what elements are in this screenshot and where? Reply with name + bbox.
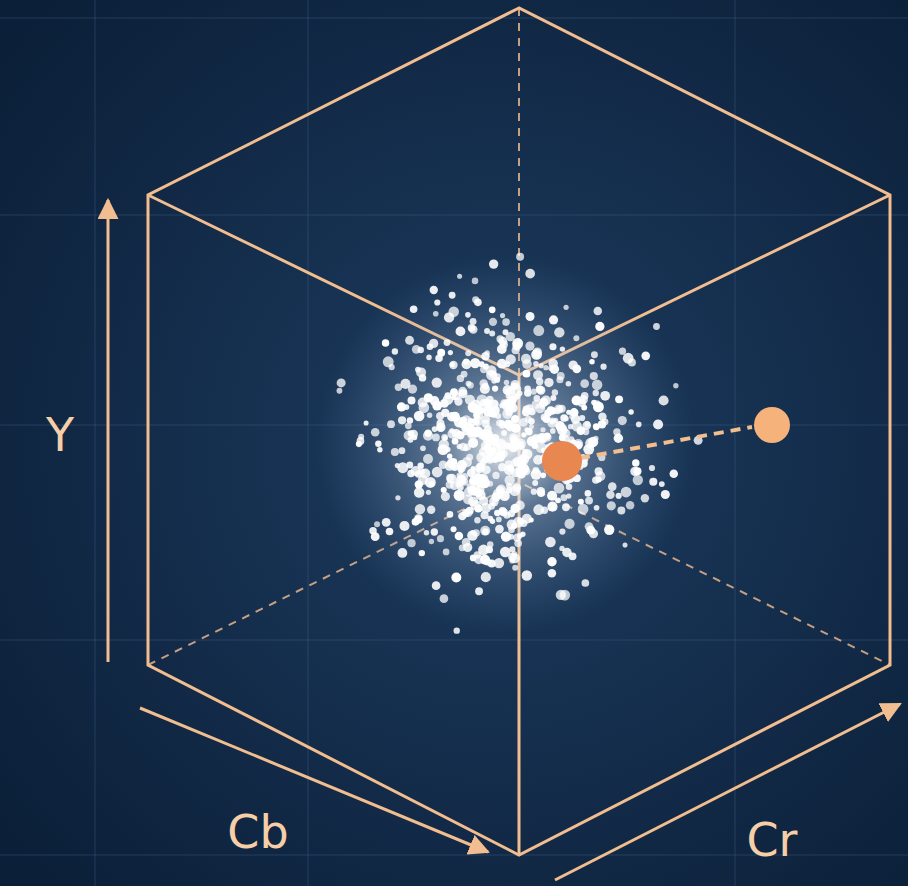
axis-label: Cr	[746, 817, 797, 863]
axis-label: Cb	[227, 809, 288, 855]
mean-point	[542, 441, 582, 481]
cube	[148, 8, 890, 855]
cluster-glow	[315, 255, 695, 635]
axes	[108, 200, 900, 880]
pixel-cluster	[337, 253, 703, 634]
outlier-link	[580, 427, 752, 458]
axis-label: Y	[46, 412, 74, 458]
outlier-point	[754, 407, 790, 443]
